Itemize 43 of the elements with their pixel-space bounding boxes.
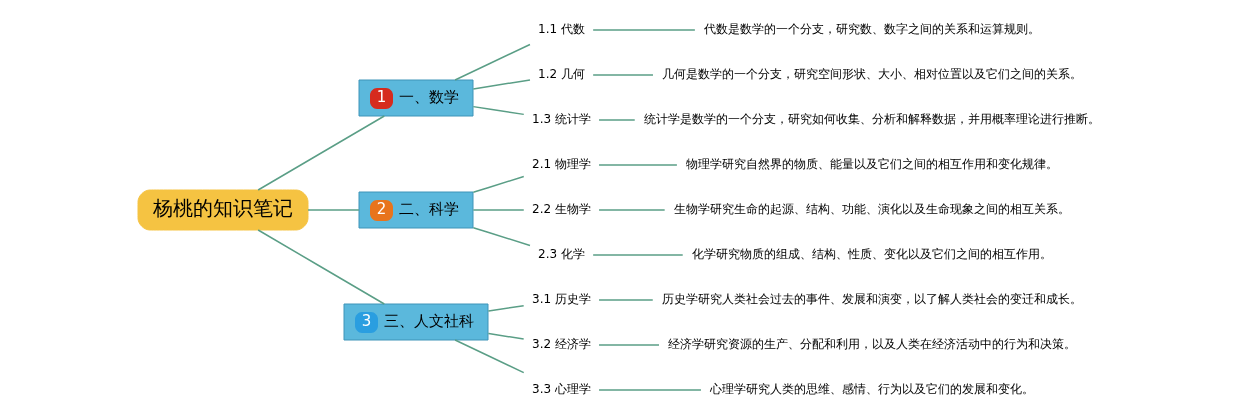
- node-box: 1 一、数学: [358, 79, 474, 117]
- node-text: 几何是数学的一个分支，研究空间形状、大小、相对位置以及它们之间的关系。: [661, 67, 1082, 82]
- connector: [598, 389, 702, 391]
- connector: [598, 209, 666, 211]
- node-text: 3.3 心理学: [532, 382, 591, 397]
- connector: [592, 254, 684, 256]
- connector: [598, 164, 678, 166]
- connector: [454, 43, 531, 81]
- connector: [598, 344, 660, 346]
- node-text: 历史学研究人类社会过去的事件、发展和演变，以了解人类社会的变迁和成长。: [661, 292, 1082, 307]
- connector: [592, 74, 654, 76]
- connector: [257, 229, 386, 305]
- node-text: 统计学是数学的一个分支，研究如何收集、分析和解释数据，并用概率理论进行推断。: [643, 112, 1100, 127]
- node-text: 2.3 化学: [538, 247, 585, 262]
- node-text: 心理学研究人类的思维、感情、行为以及它们的发展和变化。: [709, 382, 1034, 397]
- node-text: 1.1 代数: [538, 22, 585, 37]
- node-text: 生物学研究生命的起源、结构、功能、演化以及生命现象之间的相互关系。: [673, 202, 1070, 217]
- node-box: 2 二、科学: [358, 191, 474, 229]
- connector: [454, 339, 525, 374]
- connector: [487, 332, 525, 340]
- node-text: 3.1 历史学: [532, 292, 591, 307]
- node-text: 1.3 统计学: [532, 112, 591, 127]
- connector: [472, 175, 525, 194]
- node-text: 3.2 经济学: [532, 337, 591, 352]
- connector: [487, 304, 525, 312]
- connector: [257, 115, 386, 191]
- connector: [592, 29, 696, 31]
- connector: [598, 119, 636, 121]
- node-text: 化学研究物质的组成、结构、性质、变化以及它们之间的相互作用。: [691, 247, 1052, 262]
- connector: [307, 209, 360, 211]
- connector: [472, 79, 531, 90]
- connector: [472, 105, 525, 116]
- node-text: 2.2 生物学: [532, 202, 591, 217]
- node-box: 3 三、人文社科: [343, 303, 489, 341]
- connector: [472, 226, 531, 247]
- node-box: 杨桃的知识笔记: [137, 189, 309, 231]
- connector: [472, 209, 525, 211]
- node-text: 代数是数学的一个分支，研究数、数字之间的关系和运算规则。: [703, 22, 1040, 37]
- node-text: 经济学研究资源的生产、分配和利用，以及人类在经济活动中的行为和决策。: [667, 337, 1076, 352]
- connector: [598, 299, 654, 301]
- node-text: 1.2 几何: [538, 67, 585, 82]
- node-text: 2.1 物理学: [532, 157, 591, 172]
- node-text: 物理学研究自然界的物质、能量以及它们之间的相互作用和变化规律。: [685, 157, 1058, 172]
